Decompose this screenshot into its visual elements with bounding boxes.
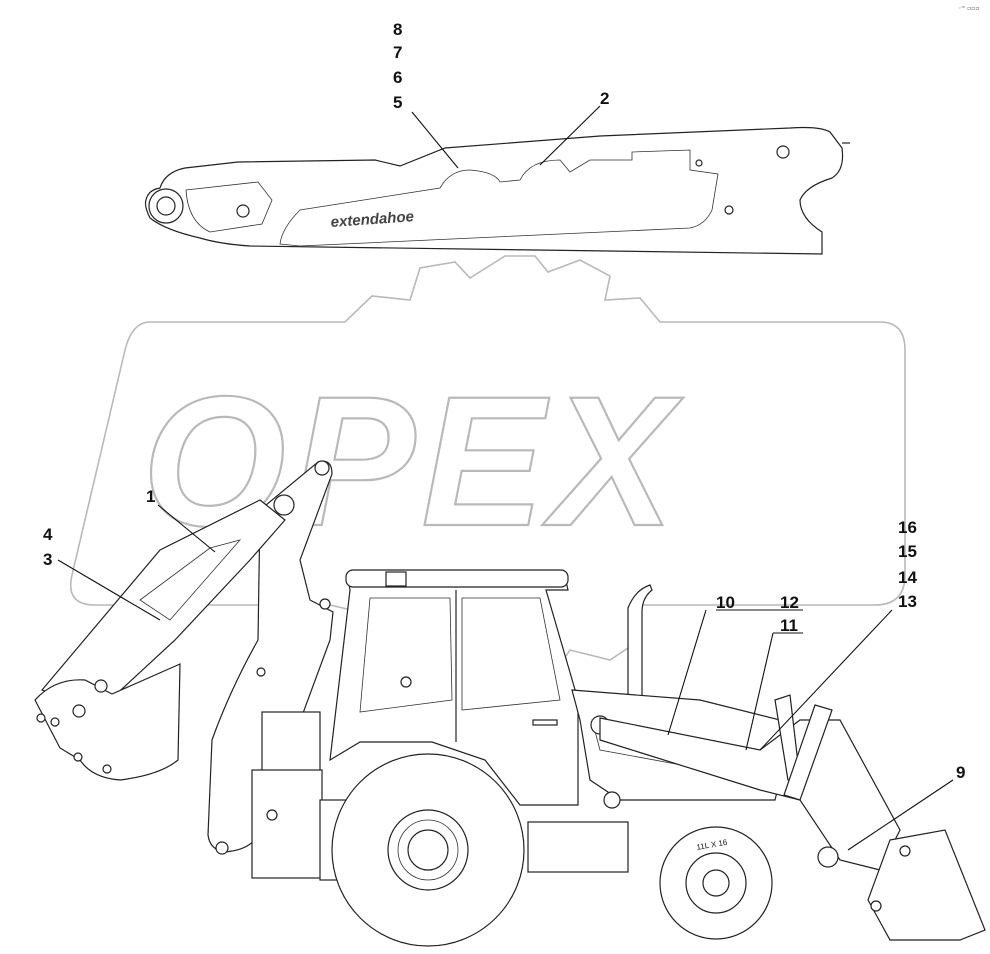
leader-11 [745, 632, 774, 751]
callouts: 1 2 3 4 5 6 7 8 9 10 11 12 13 14 15 16 [43, 20, 965, 782]
boom-pin-foot [215, 841, 229, 855]
dipper-arm-detail: extendahoe [144, 126, 850, 255]
callout-1: 1 [146, 487, 155, 506]
callout-6: 6 [393, 68, 402, 87]
callout-11: 11 [780, 616, 798, 635]
dipper-hole-3 [724, 205, 734, 215]
loader-link [783, 704, 833, 801]
callout-14: 14 [898, 568, 917, 587]
callout-12: 12 [780, 593, 799, 612]
leader-1 [157, 504, 216, 553]
backhoe-bucket [34, 663, 181, 781]
loader-bucket-pin-2 [899, 845, 911, 857]
backhoe-loader: 11L X 16 [34, 460, 986, 947]
callout-2: 2 [600, 89, 609, 108]
bucket-pin-5 [73, 752, 83, 762]
leader-3 [57, 559, 161, 621]
loader-bucket [867, 829, 986, 941]
callout-16: 16 [898, 518, 917, 537]
callout-8: 8 [393, 20, 402, 39]
leader-lines [57, 105, 954, 851]
rear-wheel [331, 753, 525, 947]
bucket-pin-2 [72, 704, 86, 718]
leader-13 [759, 609, 893, 751]
frame-pin [603, 791, 621, 809]
callout-4: 4 [43, 525, 53, 544]
loader-bucket-pin-1 [870, 900, 882, 912]
dipper-plate-left [185, 181, 273, 233]
dipper-arm-outline [144, 126, 844, 255]
exhaust-stack [627, 584, 653, 701]
stabilizer-pin [266, 809, 278, 821]
cab-door-window [461, 597, 561, 711]
corner-mark: ◦ᵐ ▫▫▫ [958, 5, 979, 12]
dipper-hole-4 [695, 159, 703, 167]
cab-roof [345, 569, 569, 588]
dipper-hole-1 [236, 204, 250, 218]
decal-extendahoe: extendahoe [330, 208, 414, 231]
cab-window-rear [359, 597, 453, 713]
stabilizer-frame [251, 769, 323, 879]
roof-beacon [385, 571, 407, 587]
leader-10 [667, 609, 707, 736]
door-handle [532, 719, 558, 726]
callout-13: 13 [898, 592, 917, 611]
callout-7: 7 [393, 43, 402, 62]
swing-tower [261, 711, 321, 773]
bucket-pin-1 [94, 679, 108, 693]
boom-pin-mid [319, 598, 331, 610]
cab-handle-1 [400, 676, 412, 688]
fuel-tank [527, 821, 629, 873]
leader-9 [847, 779, 954, 851]
bucket-pin-4 [50, 717, 60, 727]
callout-9: 9 [956, 763, 965, 782]
boom-pin-upper [273, 494, 295, 516]
dipper-pivot-pin [156, 196, 176, 216]
callout-15: 15 [898, 542, 917, 561]
leader-2 [539, 105, 601, 166]
bucket-pin-3 [36, 713, 46, 723]
loader-cylinder-end [817, 846, 839, 868]
boom-pin-top [314, 460, 330, 476]
callout-3: 3 [43, 550, 52, 569]
callout-10: 10 [716, 593, 735, 612]
dipper-decal-area [139, 539, 242, 621]
dipper-hole-2 [776, 145, 790, 159]
leader-5 [411, 111, 459, 169]
decal-panel [279, 149, 719, 247]
callout-5: 5 [393, 93, 402, 112]
boom-hole [256, 667, 266, 677]
front-wheel: 11L X 16 [659, 826, 773, 940]
bucket-pin-6 [102, 764, 112, 774]
